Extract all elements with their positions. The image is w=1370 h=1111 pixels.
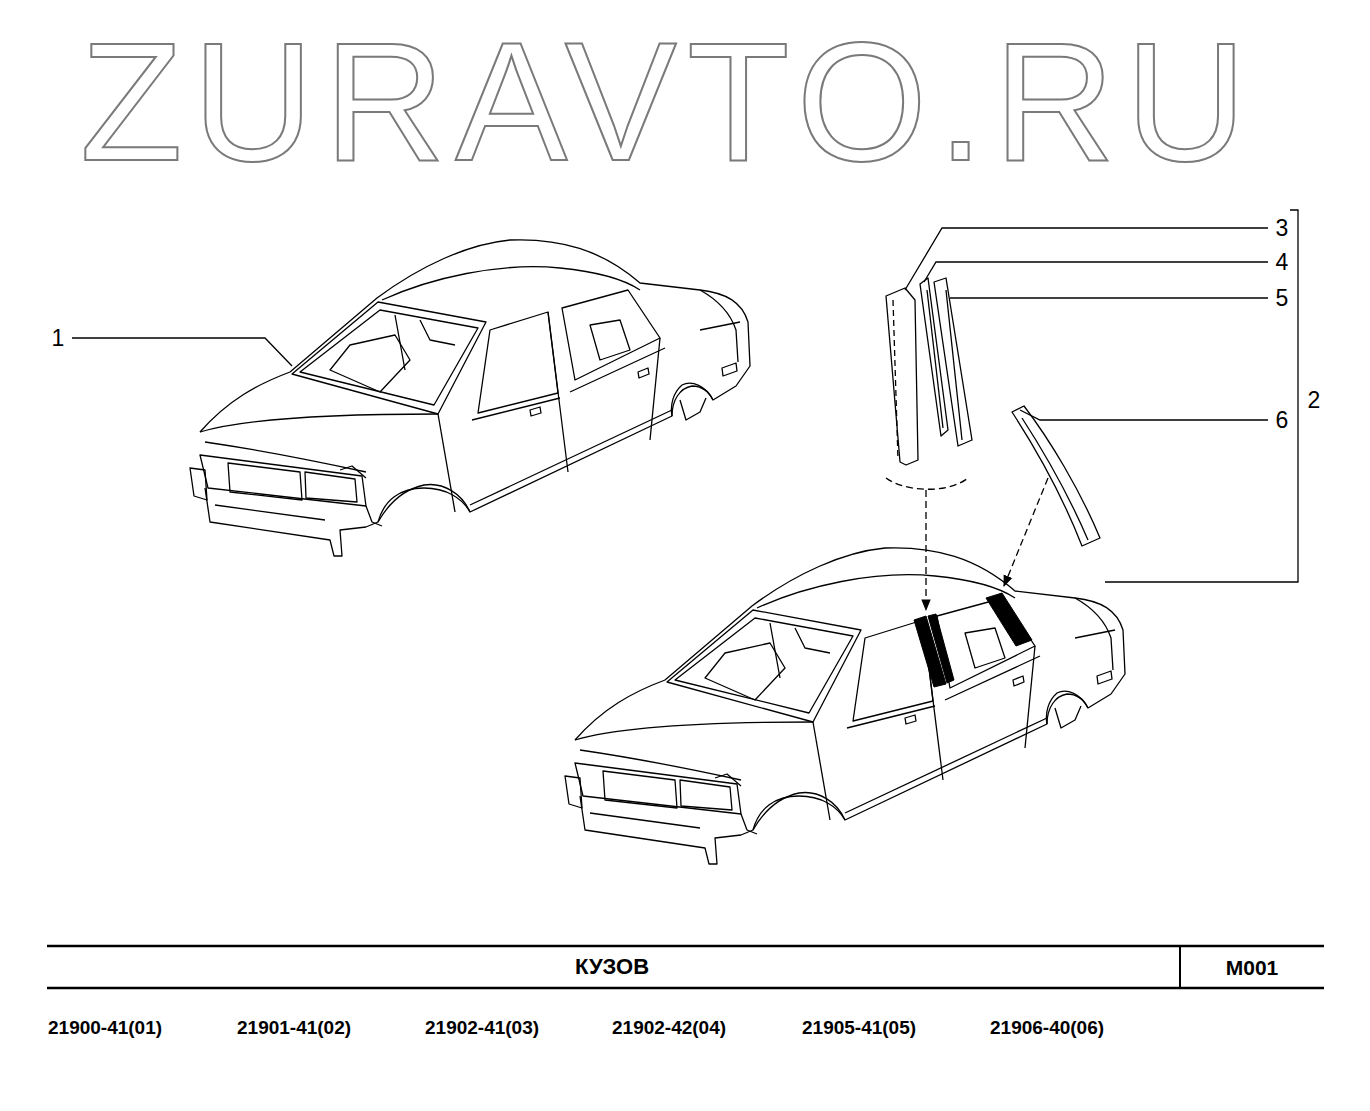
model-code: 21901-41(02)	[237, 1018, 351, 1037]
callout-number: 3	[1276, 217, 1289, 240]
pillar-parts	[946, 290, 962, 440]
pillar-highlight	[914, 593, 1032, 687]
assembly-arrows	[886, 478, 968, 489]
callout-number: 4	[1276, 251, 1289, 274]
pillar-highlight	[986, 593, 1032, 646]
title: КУЗОВ	[575, 956, 649, 978]
pillar-parts	[1012, 406, 1100, 546]
model-code: 21905-41(05)	[802, 1018, 916, 1037]
title-block	[1179, 946, 1181, 988]
pillar-parts	[893, 300, 898, 460]
pillar-highlight	[928, 614, 954, 683]
title-block	[47, 945, 1324, 948]
pillar-parts	[934, 278, 972, 446]
model-code: 21906-40(06)	[990, 1018, 1104, 1037]
title-block	[47, 946, 1324, 988]
car-body	[190, 240, 750, 556]
pillar-parts	[1022, 418, 1088, 540]
leader-lines	[1105, 210, 1298, 582]
leader-lines	[72, 210, 1298, 582]
watermark: ZURAVTO.RU	[80, 18, 1257, 186]
assembly-arrows	[1004, 478, 1048, 586]
callout-number: 2	[1308, 389, 1321, 412]
callout-number: 5	[1276, 287, 1289, 310]
callout-number: 6	[1276, 409, 1289, 432]
leader-lines	[72, 338, 292, 366]
model-code: 21900-41(01)	[48, 1018, 162, 1037]
sheet-code: M001	[1226, 957, 1279, 978]
model-code: 21902-42(04)	[612, 1018, 726, 1037]
title-block	[47, 987, 1324, 990]
pillar-parts	[886, 288, 918, 465]
assembly-arrows	[886, 478, 1048, 610]
model-code: 21902-41(03)	[425, 1018, 539, 1037]
assembly-arrows	[925, 490, 926, 610]
leader-lines	[1020, 410, 1268, 420]
leader-lines	[924, 262, 1268, 282]
car-body	[565, 548, 1125, 864]
pillar-parts	[886, 278, 1100, 546]
leader-lines	[950, 297, 1268, 298]
leader-lines	[905, 228, 1268, 290]
callout-number: 1	[52, 327, 65, 350]
